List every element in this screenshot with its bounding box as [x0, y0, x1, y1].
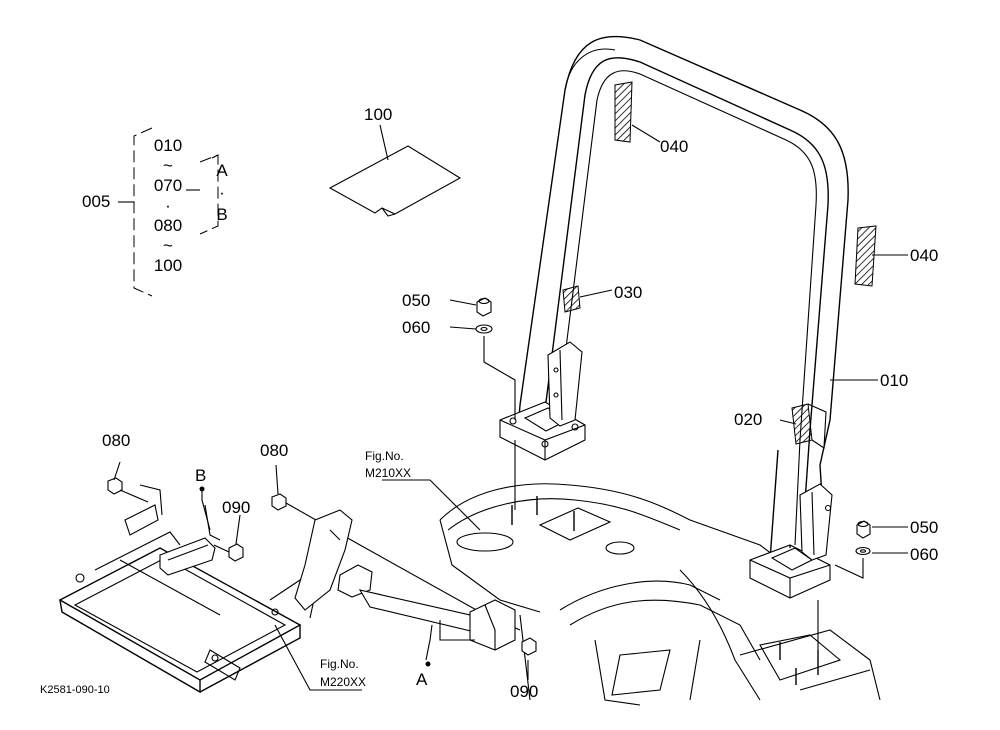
variant-item: B [216, 205, 228, 224]
bracket-right [799, 483, 833, 561]
variant-item: · [219, 183, 225, 202]
part-label-050-right: 050 [910, 518, 939, 537]
washer-060-left [475, 324, 493, 334]
drawing-code: K2581-090-10 [40, 684, 110, 696]
manual-sheet [328, 145, 462, 217]
bracket-left [547, 341, 583, 427]
nut-090-upper [213, 543, 244, 562]
assembly-range-list: 010 ~ 070 · 080 ~ 100 [146, 136, 190, 276]
washer-060-right [855, 546, 871, 556]
tractor-frame [439, 483, 881, 706]
range-item: 070 [153, 176, 183, 195]
part-label-060-right: 060 [910, 545, 939, 564]
part-label-040-lower: 040 [910, 246, 939, 265]
belt-bracket-a [294, 509, 353, 611]
part-label-080-left: 080 [102, 431, 131, 450]
range-item: ~ [163, 156, 173, 175]
range-item: · [165, 196, 171, 215]
range-item: 080 [153, 216, 183, 235]
figure-ref-code-2: M220XX [320, 675, 367, 689]
stud-bolt [511, 496, 575, 531]
part-label-090-upper: 090 [222, 498, 251, 517]
marker-a-label: A [416, 670, 428, 689]
range-item: 010 [153, 136, 183, 155]
figure-ref-code-1: M210XX [365, 466, 412, 480]
assembly-legend-brackets [118, 127, 219, 297]
stud-bolt [779, 642, 819, 685]
assembly-variant-list: A · B [210, 160, 234, 226]
part-label-090-lower: 090 [510, 682, 539, 701]
part-label-050-left: 050 [402, 291, 431, 310]
belt-bracket-b [159, 504, 221, 576]
nut-090-lower [521, 637, 537, 656]
part-label-060-left: 060 [402, 318, 431, 337]
assembly-label: 005 [82, 192, 111, 211]
part-label-040-upper: 040 [660, 137, 689, 156]
nut-050-left [476, 297, 492, 317]
figure-ref-title-2: Fig.No. [320, 657, 359, 671]
part-label-100: 100 [364, 105, 393, 124]
part-label-020: 020 [734, 410, 763, 429]
seat-belt-a [337, 564, 516, 651]
nut-050-right [856, 520, 871, 539]
marker-b-label: B [195, 466, 207, 485]
figure-ref-title-1: Fig.No. [365, 449, 404, 463]
bolt-080-left [107, 477, 163, 516]
range-item: 100 [153, 256, 183, 275]
decal-040-upper [614, 81, 633, 143]
part-label-080-mid: 080 [260, 441, 289, 460]
decal-030 [562, 285, 581, 313]
marker-a-dot [425, 661, 431, 667]
decal-040-lower [854, 225, 877, 287]
marker-b-dot [199, 486, 205, 492]
leader-lines [113, 124, 908, 691]
part-label-030: 030 [614, 283, 643, 302]
range-item: ~ [163, 236, 173, 255]
rops-frame [517, 35, 849, 561]
bolt-080-mid [271, 493, 287, 511]
seat-support-frame [58, 504, 316, 694]
part-label-010: 010 [880, 371, 909, 390]
variant-item: A [216, 161, 228, 180]
